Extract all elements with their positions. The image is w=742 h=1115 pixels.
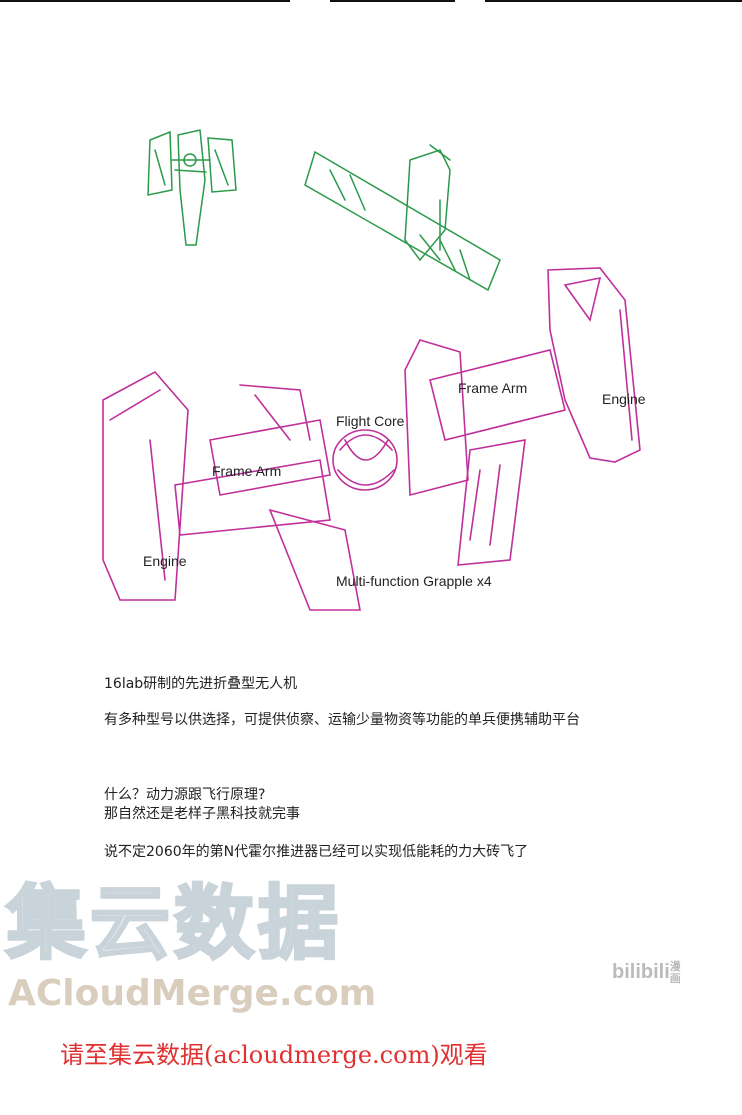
bilibili-text: bilibili: [612, 961, 670, 983]
green-sketch-arm: [304, 144, 501, 292]
bilibili-logo: bilibili漫画: [612, 960, 686, 985]
desc-line-5: 说不定2060年的第N代霍尔推进器已经可以实现低能耗的力大砖飞了: [104, 844, 529, 860]
desc-line-4: 那自然还是老样子黑科技就完事: [104, 806, 300, 822]
magenta-sketch-drone: [102, 267, 641, 611]
label-frame-arm-left: Frame Arm: [212, 463, 282, 479]
watermark-en: ACloudMerge.com: [8, 973, 377, 1014]
drone-sketch: [102, 129, 641, 611]
desc-line-1: 16lab研制的先进折叠型无人机: [104, 676, 298, 692]
bilibili-sub: 漫画: [669, 960, 681, 985]
top-border: [0, 0, 742, 2]
desc-line-2: 有多种型号以供选择，可提供侦察、运输少量物资等功能的单兵便携辅助平台: [104, 712, 580, 728]
green-sketch-small: [147, 129, 237, 246]
label-grapple: Multi-function Grapple x4: [336, 573, 492, 589]
border-gap: [455, 0, 485, 2]
label-frame-arm-right: Frame Arm: [458, 380, 528, 396]
watch-notice: 请至集云数据(acloudmerge.com)观看: [60, 1041, 488, 1069]
label-flight-core: Flight Core: [336, 413, 405, 429]
label-engine-left: Engine: [143, 553, 187, 569]
label-engine-right: Engine: [602, 391, 646, 407]
border-gap: [290, 0, 330, 2]
watermark-cn: 集云数据: [5, 877, 342, 970]
desc-line-3: 什么？动力源跟飞行原理?: [104, 787, 266, 803]
